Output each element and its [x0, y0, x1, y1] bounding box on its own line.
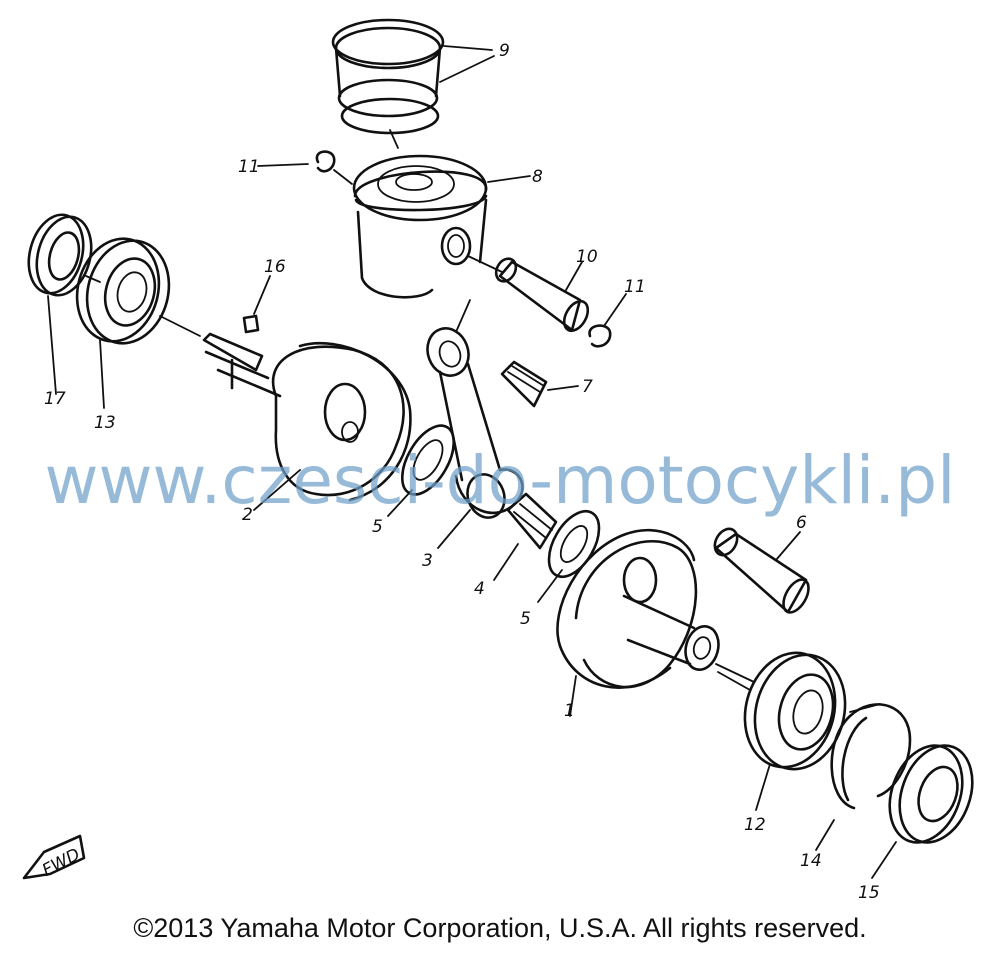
watermark-text: www.czesci-do-motocykli.pl	[44, 442, 956, 519]
crank-left	[202, 332, 412, 511]
callout-11-lower: 11	[624, 277, 646, 297]
washer-left	[387, 424, 456, 517]
callout-11-upper: 11	[238, 157, 260, 177]
callout-12: 12	[744, 815, 766, 835]
crank-right	[556, 528, 720, 717]
callout-16: 16	[264, 257, 286, 277]
callout-4: 4	[474, 579, 485, 599]
piston	[352, 129, 531, 299]
copyright-notice: ©2013 Yamaha Motor Corporation, U.S.A. A…	[133, 913, 867, 943]
piston-pin	[467, 255, 590, 333]
callout-6: 6	[796, 513, 807, 533]
callout-3: 3	[422, 551, 433, 571]
big-end-bearing	[493, 492, 558, 581]
circlip-upper	[257, 150, 353, 185]
piston-rings	[331, 18, 495, 135]
oil-seal-right	[871, 744, 974, 879]
callout-7: 7	[582, 377, 593, 397]
callout-1: 1	[564, 701, 575, 721]
crank-pin	[713, 527, 810, 614]
callout-labels: 9 11 8 16 10 11 7 17 13 2 5 3 6 4 5 1 12…	[44, 41, 880, 903]
forward-arrow-icon: FWD	[22, 834, 86, 881]
assembly-axis-lines	[85, 275, 881, 713]
callout-8: 8	[532, 167, 543, 187]
callout-15: 15	[858, 883, 880, 903]
bearing-left	[75, 237, 201, 409]
small-end-bearing	[500, 360, 579, 408]
callout-9: 9	[499, 41, 510, 61]
callout-2: 2	[242, 505, 253, 525]
circlip-lower	[588, 293, 627, 348]
callout-5-right: 5	[520, 609, 531, 629]
washer-right	[537, 509, 601, 603]
callout-17: 17	[44, 389, 66, 409]
woodruff-key	[242, 275, 271, 334]
callout-14: 14	[800, 851, 822, 871]
bearing-right	[717, 651, 847, 811]
oil-seal-left	[27, 213, 93, 395]
callout-5-left: 5	[372, 517, 383, 537]
callout-10: 10	[576, 247, 598, 267]
callout-13: 13	[94, 413, 116, 433]
